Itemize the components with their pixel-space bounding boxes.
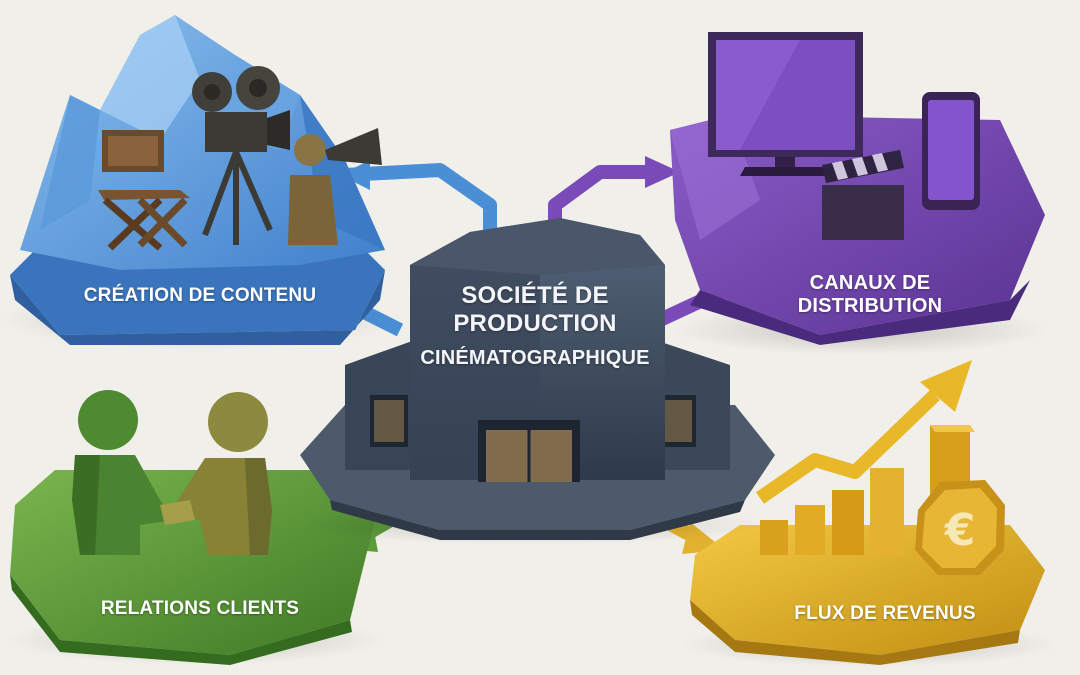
person-left-icon bbox=[72, 390, 175, 555]
smartphone-icon bbox=[922, 92, 980, 210]
production-company-node bbox=[295, 218, 775, 545]
content-creation-node bbox=[0, 15, 400, 350]
person-right-icon bbox=[165, 392, 272, 555]
television-icon bbox=[708, 32, 863, 176]
revenue-node: € bbox=[680, 360, 1060, 667]
euro-symbol: € bbox=[944, 505, 976, 556]
film-camera-icon bbox=[192, 66, 290, 245]
handshake-icon bbox=[160, 500, 195, 525]
distribution-node bbox=[670, 32, 1050, 355]
director-chair-icon bbox=[98, 130, 190, 251]
euro-coin-icon: € bbox=[915, 480, 1005, 575]
megaphone-person-icon bbox=[288, 128, 382, 245]
bar-chart-icon bbox=[760, 425, 975, 555]
clapperboard-icon bbox=[822, 150, 904, 240]
growth-arrow-icon bbox=[756, 360, 972, 504]
client-relations-node bbox=[5, 390, 385, 665]
